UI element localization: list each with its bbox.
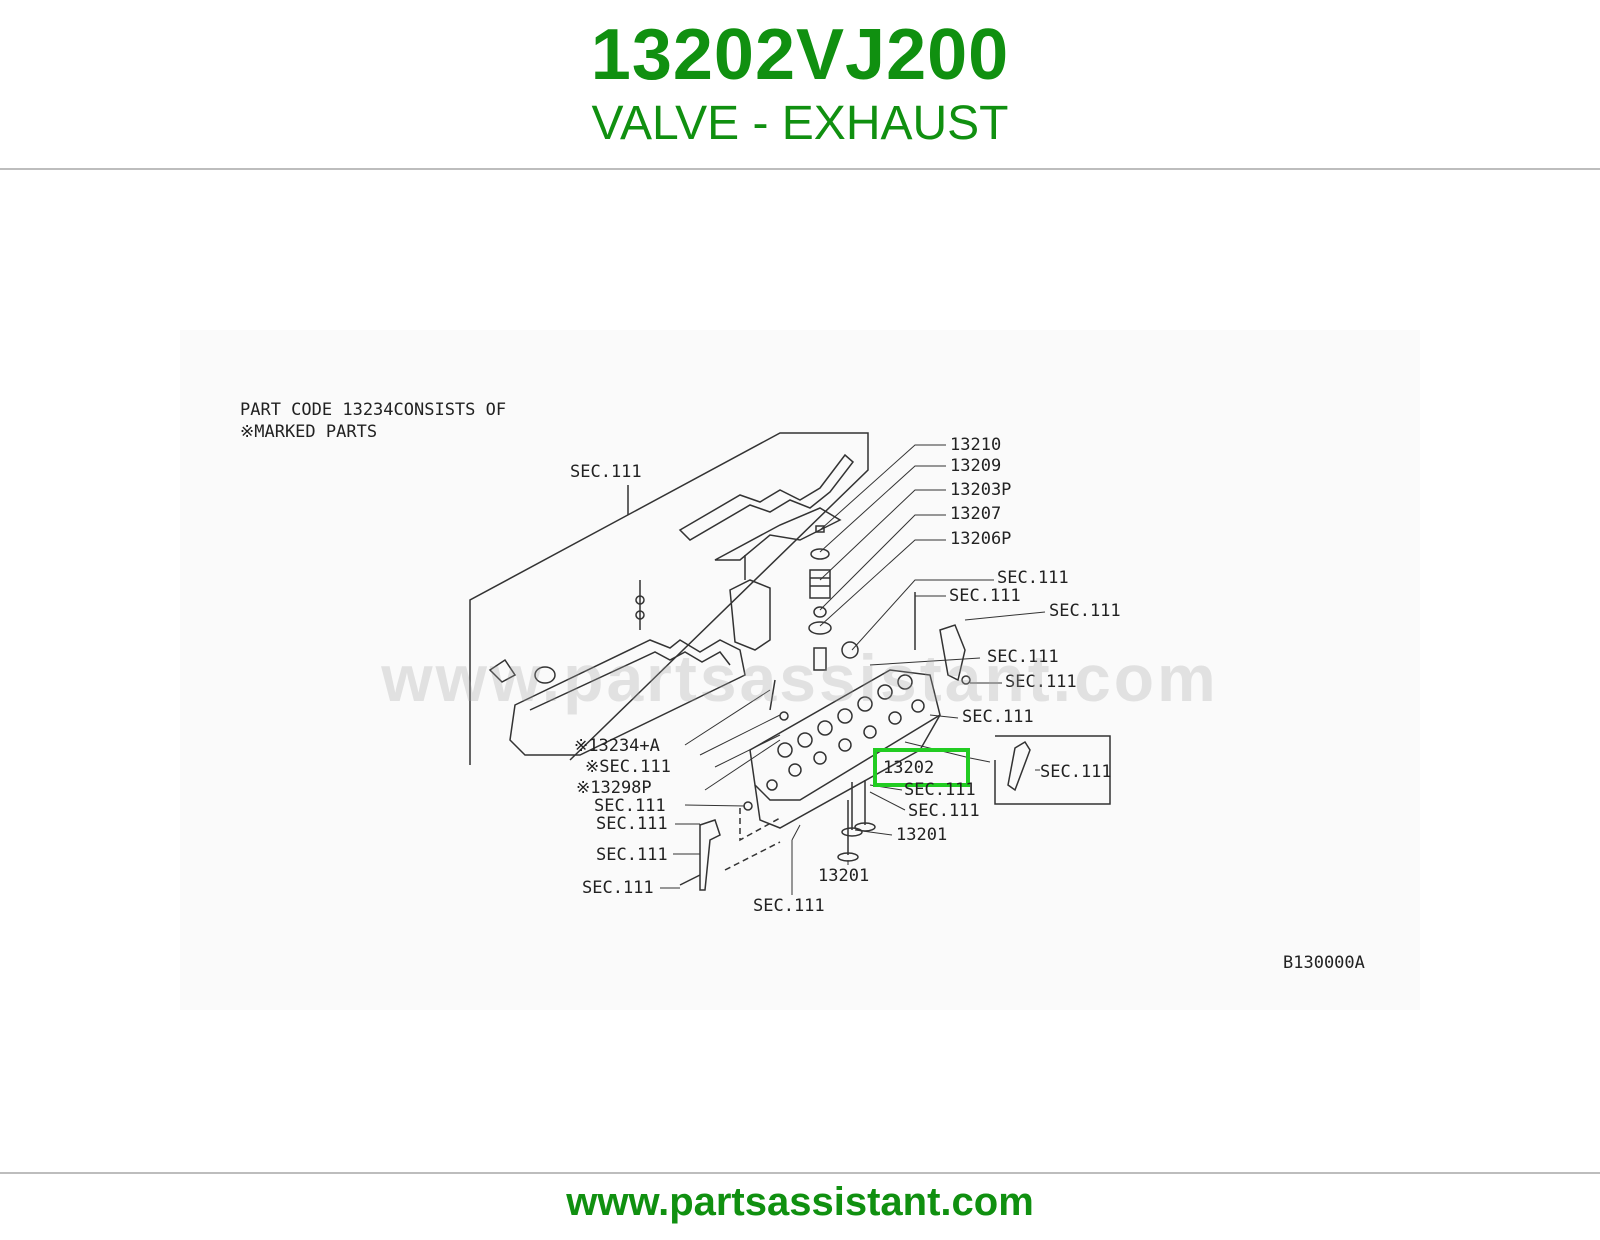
valve-train-parts bbox=[808, 525, 916, 671]
leader-lines bbox=[660, 444, 1046, 895]
page-header: 13202VJ200 VALVE - EXHAUST bbox=[0, 0, 1600, 168]
footer-url: www.partsassistant.com bbox=[566, 1180, 1034, 1224]
part-name-subtitle: VALVE - EXHAUST bbox=[591, 97, 1009, 150]
callout-sec-111: SEC.111 bbox=[596, 845, 668, 865]
parts-diagram-drawing: PART CODE 13234CONSISTS OF ※MARKED PARTS bbox=[240, 400, 1365, 973]
callout-sec-111: SEC.111 bbox=[908, 801, 980, 821]
callout-13298p: ※13298P bbox=[576, 778, 652, 798]
callout-sec-111: SEC.111 bbox=[949, 586, 1021, 606]
header-divider bbox=[0, 168, 1600, 170]
callout-sec-111: SEC.111 bbox=[904, 780, 976, 800]
callout-13201: 13201 bbox=[896, 825, 947, 845]
callout-13202-highlighted: 13202 bbox=[883, 758, 934, 778]
part-number-title: 13202VJ200 bbox=[590, 15, 1010, 95]
watermark-text: www.partsassistant.com bbox=[381, 641, 1219, 715]
callout-sec-111: SEC.111 bbox=[570, 462, 642, 482]
callout-13209: 13209 bbox=[950, 456, 1001, 476]
callout-sec-111: SEC.111 bbox=[1005, 672, 1077, 692]
callout-13207: 13207 bbox=[950, 504, 1001, 524]
callout-sec-111: SEC.111 bbox=[987, 647, 1059, 667]
callout-sec-111: SEC.111 bbox=[1040, 762, 1112, 782]
callout-sec-111: SEC.111 bbox=[582, 878, 654, 898]
diagram-note-line1: PART CODE 13234CONSISTS OF bbox=[240, 400, 506, 420]
parts-diagram: PART CODE 13234CONSISTS OF ※MARKED PARTS bbox=[180, 330, 1420, 1010]
callout-sec-111: SEC.111 bbox=[997, 568, 1069, 588]
callout-13203p: 13203P bbox=[950, 480, 1011, 500]
diagram-code: B130000A bbox=[1283, 953, 1365, 973]
callout-13234a: ※13234+A bbox=[574, 736, 660, 756]
callout-sec-111: SEC.111 bbox=[1049, 601, 1121, 621]
callout-13201: 13201 bbox=[818, 866, 869, 886]
highlight-box bbox=[873, 748, 970, 787]
diagram-note-line2: ※MARKED PARTS bbox=[240, 422, 377, 442]
callout-sec-111: SEC.111 bbox=[753, 896, 825, 916]
callout-sec-111-marked: ※SEC.111 bbox=[585, 757, 671, 777]
cylinder-head bbox=[679, 624, 1111, 891]
callout-sec-111: SEC.111 bbox=[962, 707, 1034, 727]
callout-13206p: 13206P bbox=[950, 529, 1011, 549]
callout-sec-111: SEC.111 bbox=[596, 814, 668, 834]
footer-divider bbox=[0, 1172, 1600, 1174]
callout-13210: 13210 bbox=[950, 435, 1001, 455]
callout-sec-111: SEC.111 bbox=[594, 796, 666, 816]
